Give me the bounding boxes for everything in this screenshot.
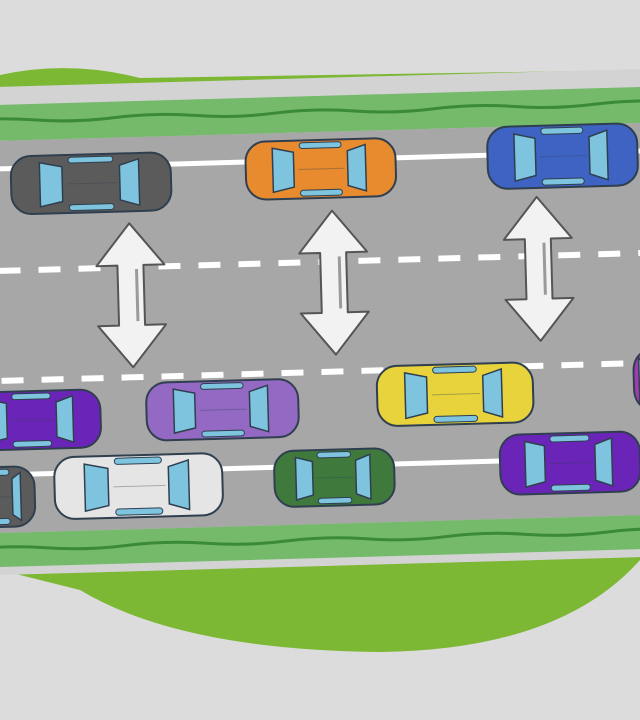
car: [0, 465, 37, 529]
dashed-lane-line-lower: [0, 358, 640, 386]
double-arrow-vertical-icon: [298, 209, 370, 356]
car: [273, 447, 396, 508]
car: [0, 388, 102, 452]
top-verge-edge: [0, 99, 640, 124]
car: [498, 430, 640, 496]
car: [53, 452, 224, 520]
highway: [0, 67, 640, 576]
car: [486, 122, 639, 190]
car: [145, 378, 300, 442]
car: [244, 137, 398, 201]
bottom-verge: [0, 513, 640, 568]
double-arrow-vertical-icon: [502, 195, 575, 342]
bottom-verge-edge: [0, 527, 640, 552]
top-verge: [0, 85, 640, 143]
arrows-layer: [95, 195, 575, 369]
cars-layer: [0, 122, 640, 529]
car: [375, 361, 535, 427]
double-arrow-vertical-icon: [95, 222, 168, 369]
car: [9, 151, 173, 216]
